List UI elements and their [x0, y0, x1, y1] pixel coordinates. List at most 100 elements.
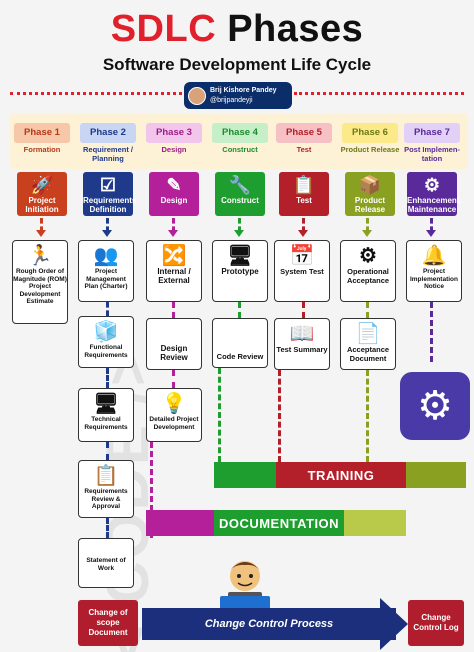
- people-icon: 👥: [93, 245, 119, 267]
- phase-subtitle-4: Construct: [222, 145, 258, 154]
- phase-tab-3: Phase 3: [146, 123, 202, 143]
- card-design-review: Design Review: [146, 318, 202, 370]
- checklist-icon: 📋: [93, 465, 119, 487]
- change-scope-document: Change of scope Document: [78, 600, 138, 646]
- connector: [430, 302, 433, 362]
- card-internal-external: 🔀 Internal / External: [146, 240, 202, 302]
- phase-box-7: ⚙Enhancement, Maintenance: [407, 172, 462, 216]
- wrench-icon: 🔧: [228, 175, 252, 195]
- checklist-icon: ☑: [99, 175, 117, 195]
- documentation-bar: DOCUMENTATION: [146, 510, 406, 536]
- monitor-icon: 🖥: [227, 245, 253, 267]
- card-implementation-notice: 🔔 Project Implementation Notice: [406, 240, 462, 302]
- phase-box-3: ✎Design: [149, 172, 199, 216]
- phase-box-label: Requirements Definition: [83, 196, 137, 214]
- pen-icon: ✎: [166, 175, 182, 195]
- connector: [106, 218, 109, 232]
- training-bar: TRAINING: [214, 462, 466, 488]
- phase-box-6: 📦Product Release: [345, 172, 395, 216]
- phase-box-label: Product Release: [354, 196, 386, 214]
- change-control-log: Change Control Log: [408, 600, 464, 646]
- card-req-review: 📋 Requirements Review & Approval: [78, 460, 134, 518]
- lightbulb-icon: 💡: [161, 393, 187, 415]
- connector: [106, 302, 109, 316]
- cube-icon: 🧊: [93, 321, 119, 343]
- phase-subtitle-6: Product Release: [340, 145, 400, 154]
- arrow-down-icon: [362, 230, 372, 237]
- card-prototype: 🖥 Prototype: [212, 240, 268, 302]
- change-control-process: Change Control Process: [142, 608, 396, 640]
- flow-icon: 🔀: [161, 245, 187, 267]
- connector: [430, 218, 433, 232]
- connector: [366, 218, 369, 232]
- arrow-down-icon: [426, 230, 436, 237]
- author-badge[interactable]: Brij Kishore Pandey @brijpandeyji: [184, 82, 292, 109]
- connector: [172, 218, 175, 232]
- page-title: SDLC Phases: [0, 6, 474, 52]
- connector: [238, 302, 241, 318]
- card-rom-estimate: 🏃 Rough Order of Magnitude (ROM) Project…: [12, 240, 68, 324]
- title-sdlc: SDLC: [110, 8, 217, 50]
- divider-right: [294, 92, 464, 96]
- card-detailed-dev: 💡 Detailed Project Development: [146, 388, 202, 442]
- title-phases: Phases: [227, 8, 364, 50]
- connector: [106, 368, 109, 388]
- phase-subtitle-7: Post Implemen-tation: [404, 145, 460, 163]
- phase-tab-6: Phase 6: [342, 123, 398, 143]
- training-label: TRAINING: [307, 467, 375, 483]
- document-icon: 📄: [355, 323, 381, 345]
- documentation-label: DOCUMENTATION: [218, 515, 340, 531]
- book-icon: 📖: [289, 323, 315, 345]
- phase-tab-4: Phase 4: [212, 123, 268, 143]
- connector: [106, 442, 109, 460]
- author-handle: @brijpandeyji: [210, 96, 253, 104]
- card-operational-acceptance: ⚙ Operational Acceptance: [340, 240, 396, 302]
- card-technical-req: 🖥 Technical Requirements: [78, 388, 134, 442]
- phase-tab-7: Phase 7: [404, 123, 460, 143]
- phase-box-5: 📋Test: [279, 172, 329, 216]
- card-system-test: 📅 System Test: [274, 240, 330, 302]
- gears-icon: ⚙: [359, 245, 377, 267]
- arrow-down-icon: [234, 230, 244, 237]
- rocket-icon: 🚀: [30, 175, 54, 195]
- phase-box-label: Enhancement, Maintenance: [407, 196, 462, 214]
- settings-gear-icon: ⚙: [400, 372, 470, 440]
- phase-tab-1: Phase 1: [14, 123, 70, 143]
- connector: [302, 302, 305, 318]
- connector: [172, 302, 175, 318]
- bell-icon: 🔔: [421, 245, 447, 267]
- phase-box-label: Design: [160, 196, 188, 205]
- card-acceptance-doc: 📄 Acceptance Document: [340, 318, 396, 370]
- card-functional-req: 🧊 Functional Requirements: [78, 316, 134, 368]
- phase-subtitle-3: Design: [161, 145, 187, 154]
- developer-illustration: [220, 561, 270, 610]
- phase-subtitle-5: Test: [296, 145, 312, 154]
- connector: [238, 218, 241, 232]
- arrow-right-icon: [380, 598, 408, 650]
- connector: [106, 518, 109, 538]
- phase-box-2: ☑Requirements Definition: [83, 172, 137, 216]
- page-subtitle: Software Development Life Cycle: [102, 55, 372, 74]
- card-pmp: 👥 Project Management Plan (Charter): [78, 240, 134, 302]
- browser-icon: 🖥: [93, 393, 119, 415]
- phase-box-label: Project Initiation: [25, 196, 59, 214]
- phase-tab-5: Phase 5: [276, 123, 332, 143]
- connector: [302, 218, 305, 232]
- card-statement-of-work: Statement of Work: [78, 538, 134, 588]
- connector: [366, 302, 369, 318]
- arrow-down-icon: [36, 230, 46, 237]
- connector: [40, 218, 43, 232]
- author-name: Brij Kishore Pandey: [210, 86, 277, 94]
- arrow-down-icon: [298, 230, 308, 237]
- phase-box-1: 🚀Project Initiation: [17, 172, 67, 216]
- phase-box-label: Construct: [221, 196, 259, 205]
- card-code-review: Code Review: [212, 318, 268, 368]
- clipboard-icon: 📋: [292, 175, 316, 195]
- avatar: [188, 86, 206, 105]
- arrow-down-icon: [168, 230, 178, 237]
- arrow-down-icon: [102, 230, 112, 237]
- connector: [218, 368, 221, 462]
- phase-tab-2: Phase 2: [80, 123, 136, 143]
- divider-left: [10, 92, 182, 96]
- phase-subtitle-1: Formation: [23, 145, 61, 154]
